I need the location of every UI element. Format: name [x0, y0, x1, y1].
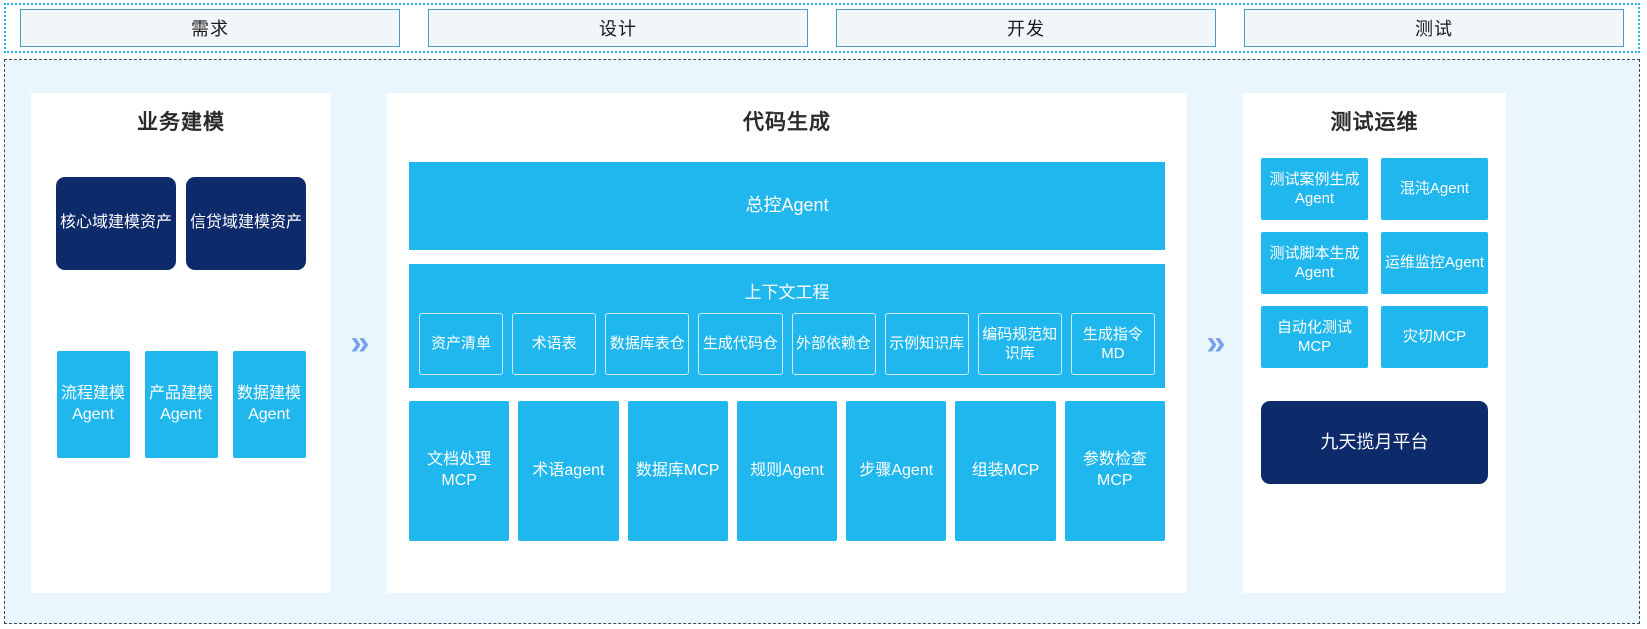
flow-arrow-center-to-right-container: » [1187, 93, 1243, 593]
mcp-disaster-recovery-switch[interactable]: 灾切MCP [1381, 306, 1488, 368]
test-operations-items-grid: 测试案例生成Agent 混沌Agent 测试脚本生成Agent 运维监控Agen… [1261, 158, 1488, 368]
context-item-asset-inventory[interactable]: 资产清单 [419, 313, 504, 375]
tool-document-processing-mcp[interactable]: 文档处理MCP [409, 401, 510, 541]
mcp-automated-testing[interactable]: 自动化测试MCP [1261, 306, 1368, 368]
phase-box-design[interactable]: 设计 [428, 9, 808, 47]
agent-product-modeling[interactable]: 产品建模Agent [144, 351, 218, 458]
double-chevron-right-icon: » [350, 324, 370, 362]
phase-box-testing[interactable]: 测试 [1244, 9, 1624, 47]
tool-parameter-check-mcp[interactable]: 参数检查MCP [1064, 401, 1165, 541]
context-item-external-deps-repo[interactable]: 外部依赖仓 [791, 313, 876, 375]
phase-label: 需求 [191, 19, 229, 39]
business-modeling-assets-group: 核心域建模资产 信贷域建模资产 [31, 177, 331, 270]
context-item-coding-standard-kb[interactable]: 编码规范知识库 [977, 313, 1062, 375]
phase-label: 设计 [599, 19, 637, 39]
master-control-agent[interactable]: 总控Agent [409, 162, 1165, 250]
phase-label: 测试 [1415, 19, 1453, 39]
context-engineering-title: 上下文工程 [744, 283, 830, 302]
platform-jiutian-lanyue[interactable]: 九天揽月平台 [1261, 401, 1488, 484]
agent-process-modeling[interactable]: 流程建模Agent [56, 351, 130, 458]
flow-arrow-left-to-center-container: » [331, 93, 387, 593]
phase-box-requirements[interactable]: 需求 [20, 9, 400, 47]
tool-database-mcp[interactable]: 数据库MCP [627, 401, 728, 541]
agent-ops-monitoring[interactable]: 运维监控Agent [1381, 232, 1488, 294]
code-generation-body: 总控Agent 上下文工程 资产清单 术语表 数据库表仓 生成代码仓 外部依赖仓… [387, 136, 1187, 541]
phase-strip: 需求 设计 开发 测试 [4, 3, 1640, 53]
context-item-glossary[interactable]: 术语表 [512, 313, 597, 375]
context-engineering-items: 资产清单 术语表 数据库表仓 生成代码仓 外部依赖仓 示例知识库 编码规范知识库… [419, 313, 1155, 375]
test-operations-body: 测试案例生成Agent 混沌Agent 测试脚本生成Agent 运维监控Agen… [1243, 136, 1506, 484]
panel-business-modeling: 业务建模 核心域建模资产 信贷域建模资产 流程建模Agent 产品建模Agent… [31, 93, 331, 593]
agent-data-modeling[interactable]: 数据建模Agent [232, 351, 306, 458]
panel-title-business-modeling: 业务建模 [137, 111, 225, 134]
panel-test-operations: 测试运维 测试案例生成Agent 混沌Agent 测试脚本生成Agent 运维监… [1243, 93, 1506, 593]
phase-box-development[interactable]: 开发 [836, 9, 1216, 47]
asset-credit-domain[interactable]: 信贷域建模资产 [186, 177, 306, 270]
context-item-example-kb[interactable]: 示例知识库 [884, 313, 969, 375]
panel-title-test-operations: 测试运维 [1330, 111, 1419, 134]
panel-title-code-generation: 代码生成 [743, 111, 831, 134]
main-canvas: 业务建模 核心域建模资产 信贷域建模资产 流程建模Agent 产品建模Agent… [4, 59, 1640, 624]
business-modeling-agents-group: 流程建模Agent 产品建模Agent 数据建模Agent [31, 351, 331, 458]
code-generation-tools-row: 文档处理MCP 术语agent 数据库MCP 规则Agent 步骤Agent 组… [409, 401, 1165, 541]
tool-assembly-mcp[interactable]: 组装MCP [955, 401, 1056, 541]
context-item-db-table-repo[interactable]: 数据库表仓 [605, 313, 690, 375]
tool-step-agent[interactable]: 步骤Agent [846, 401, 947, 541]
context-item-generated-code-repo[interactable]: 生成代码仓 [698, 313, 783, 375]
context-item-generation-instruction-md[interactable]: 生成指令MD [1070, 313, 1155, 375]
asset-core-domain[interactable]: 核心域建模资产 [56, 177, 176, 270]
agent-test-case-generation[interactable]: 测试案例生成Agent [1261, 158, 1368, 220]
panel-code-generation: 代码生成 总控Agent 上下文工程 资产清单 术语表 数据库表仓 生成代码仓 … [387, 93, 1187, 593]
tool-glossary-agent[interactable]: 术语agent [518, 401, 619, 541]
phase-label: 开发 [1007, 19, 1045, 39]
context-engineering-block: 上下文工程 资产清单 术语表 数据库表仓 生成代码仓 外部依赖仓 示例知识库 编… [409, 264, 1165, 388]
agent-test-script-generation[interactable]: 测试脚本生成Agent [1261, 232, 1368, 294]
agent-chaos[interactable]: 混沌Agent [1381, 158, 1488, 220]
double-chevron-right-icon: » [1206, 324, 1226, 362]
tool-rule-agent[interactable]: 规则Agent [736, 401, 838, 541]
